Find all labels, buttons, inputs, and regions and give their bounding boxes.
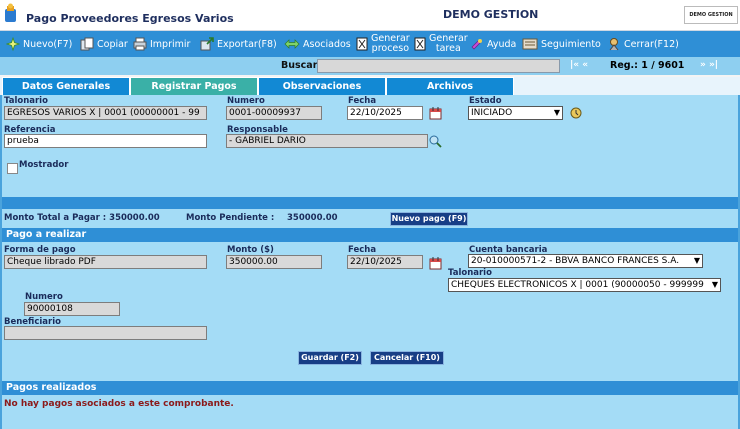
record-counter: Reg.: 1 / 9601 [610,60,685,71]
guardar-button[interactable]: Guardar (F2) [298,351,362,365]
asociados-button[interactable]: Asociados [284,31,351,57]
estado-select[interactable]: INICIADO▼ [468,106,563,120]
mostrador-label: Mostrador [19,160,69,170]
realizados-section-header: Pagos realizados [2,381,738,395]
search-label: Buscar [281,60,318,71]
pendiente-label: Monto Pendiente : [186,213,275,223]
total-label: Monto Total a Pagar : 350000.00 [4,213,160,223]
process-icon [356,37,368,51]
tab-registrar-pagos[interactable]: Registrar Pagos [130,77,258,96]
copiar-button[interactable]: Copiar [80,31,128,57]
app-icon [5,3,16,22]
beneficiario-field[interactable] [4,326,207,340]
pager-prev[interactable]: |« « [570,60,589,70]
window-title: Pago Proveedores Egresos Varios [26,12,234,25]
forma-pago-label: Forma de pago [4,245,76,255]
cancelar-button[interactable]: Cancelar (F10) [370,351,444,365]
cuenta-bancaria-label: Cuenta bancaria [469,245,548,255]
calendar-icon[interactable] [429,106,443,120]
talonario-field[interactable]: EGRESOS VARIOS X | 0001 (00000001 - 99 [4,106,207,120]
user-search-icon[interactable] [428,134,442,148]
fecha-label: Fecha [348,96,377,106]
tab-archivos[interactable]: Archivos [386,77,514,96]
status-history-icon[interactable] [569,106,583,120]
cerrar-button[interactable]: Cerrar(F12) [607,31,679,57]
close-icon [609,38,619,51]
copy-icon [80,37,94,51]
numero-label: Numero [227,96,265,106]
new-icon [6,37,20,51]
title-bar [0,0,740,31]
tab-observaciones[interactable]: Observaciones [258,77,386,96]
search-input[interactable] [317,59,560,73]
referencia-label: Referencia [4,125,56,135]
tracking-icon [522,38,538,50]
pago-numero-label: Numero [25,292,63,302]
tab-datos-generales[interactable]: Datos Generales [2,77,130,96]
help-icon [471,39,482,50]
fecha-field[interactable]: 22/10/2025 [347,106,423,120]
cuenta-bancaria-select[interactable]: 20-010000571-2 - BBVA BANCO FRANCES S.A.… [468,254,703,268]
exportar-button[interactable]: Exportar(F8) [200,31,277,57]
nuevo-button[interactable]: Nuevo(F7) [6,31,72,57]
generar-tarea-button[interactable]: Generar tarea [414,31,468,57]
task-icon [414,37,426,51]
nuevo-pago-button[interactable]: Nuevo pago (F9) [390,212,468,226]
tab-bar: Datos Generales Registrar Pagos Observac… [0,77,740,96]
responsable-field[interactable]: - GABRIEL DARIO [226,134,428,148]
responsable-label: Responsable [227,125,288,135]
estado-label: Estado [469,96,502,106]
section-divider [2,197,738,209]
pago-fecha-label: Fecha [348,245,377,255]
realizados-section-title: Pagos realizados [6,382,97,393]
chevron-down-icon: ▼ [693,256,700,265]
associates-icon [284,39,300,49]
numero-field[interactable]: 0001-00009937 [226,106,322,120]
pago-talonario-select[interactable]: CHEQUES ELECTRONICOS X | 0001 (90000050 … [448,278,721,292]
mostrador-checkbox[interactable] [7,163,18,174]
pager-next[interactable]: » »| [700,60,719,70]
company-name: DEMO GESTION [443,8,539,21]
pago-section-header: Pago a realizar [2,228,738,242]
forma-pago-field[interactable]: Cheque librado PDF [4,255,207,269]
referencia-field[interactable]: prueba [4,134,207,148]
chevron-down-icon: ▼ [553,108,560,117]
print-icon [133,37,147,51]
company-logo: DEMO GESTION [684,6,738,24]
pago-talonario-label: Talonario [448,268,492,278]
empty-payments-message: No hay pagos asociados a este comprobant… [4,399,234,409]
talonario-label: Talonario [4,96,48,106]
ayuda-button[interactable]: Ayuda [470,31,516,57]
chevron-down-icon: ▼ [711,280,718,289]
monto-field[interactable]: 350000.00 [226,255,322,269]
pago-numero-field[interactable]: 90000108 [24,302,120,316]
pago-fecha-field[interactable]: 22/10/2025 [347,255,423,269]
seguimiento-button[interactable]: Seguimiento [522,31,601,57]
imprimir-button[interactable]: Imprimir [133,31,190,57]
generar-proceso-button[interactable]: Generar proceso [356,31,410,57]
pago-section-title: Pago a realizar [6,229,87,240]
toolbar: Nuevo(F7) Copiar Imprimir Exportar(F8) A… [0,31,740,57]
calendar-icon[interactable] [429,256,443,270]
pendiente-value: 350000.00 [287,213,338,223]
monto-label: Monto ($) [227,245,274,255]
beneficiario-label: Beneficiario [4,317,61,327]
export-icon [200,37,214,51]
